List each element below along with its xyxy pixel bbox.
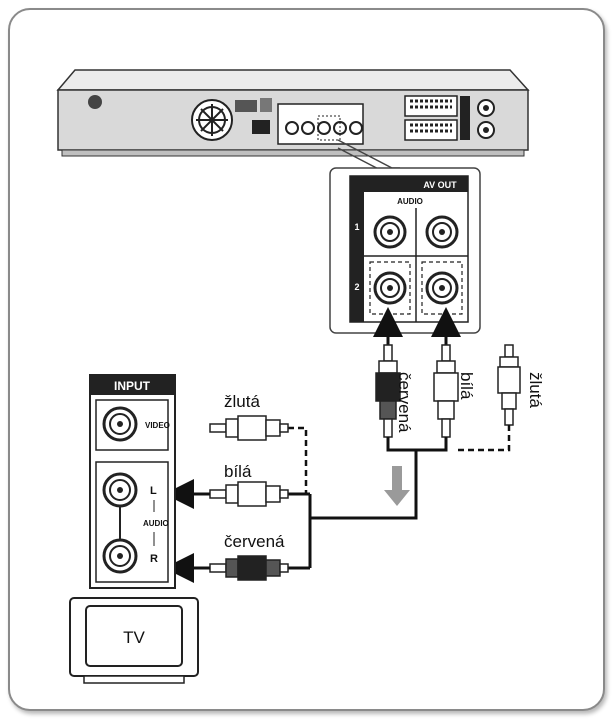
label-right-white: bílá (457, 372, 476, 400)
power-socket-icon (88, 95, 102, 109)
audio-left-jack-icon (102, 472, 138, 508)
audio-label: AUDIO (143, 519, 169, 528)
label-right-red: červená (395, 372, 414, 433)
tv-device: TV (69, 597, 199, 684)
av-out-audio-label: AUDIO (397, 197, 423, 206)
right-channel-label: R (150, 553, 158, 565)
recorder-device (56, 69, 530, 157)
label-left-white: bílá (224, 462, 252, 481)
label-left-yellow: žlutá (224, 392, 260, 411)
rca-plug-white-left (209, 481, 289, 507)
fan-icon (191, 99, 233, 141)
left-channel-label: L (150, 485, 157, 497)
rca-plug-red-right (375, 344, 401, 438)
rca-jack-icon (425, 271, 459, 305)
rca-jack-icon (425, 215, 459, 249)
video-jack-icon (102, 406, 138, 442)
label-left-red: červená (224, 532, 285, 551)
rca-plug-white-right (433, 344, 459, 438)
row-label-2: 2 (354, 282, 359, 292)
rca-jack-icon (373, 215, 407, 249)
tv-input-panel: INPUT VIDEO L AUDIO R (89, 374, 176, 589)
cable-bundle (286, 437, 448, 570)
audio-right-jack-icon (102, 538, 138, 574)
yellow-cable-left (288, 426, 308, 494)
connector-icon (235, 100, 257, 112)
row-label-1: 1 (354, 222, 359, 232)
av-out-label: AV OUT (423, 180, 457, 190)
tv-label: TV (123, 628, 145, 647)
rca-jack-icon (373, 271, 407, 305)
connector-icon (260, 98, 272, 112)
av-out-panel: AV OUT AUDIO 1 2 (329, 167, 481, 334)
rca-plug-yellow-left (209, 415, 289, 441)
video-label: VIDEO (145, 421, 170, 430)
yellow-cable-right (454, 425, 511, 452)
rca-plug-yellow-right (497, 344, 521, 426)
signal-direction-arrow-icon (384, 466, 410, 506)
input-label: INPUT (114, 379, 151, 393)
rca-plug-red-left (209, 555, 289, 581)
label-right-yellow: žlutá (526, 372, 545, 408)
connector-icon (252, 120, 270, 134)
